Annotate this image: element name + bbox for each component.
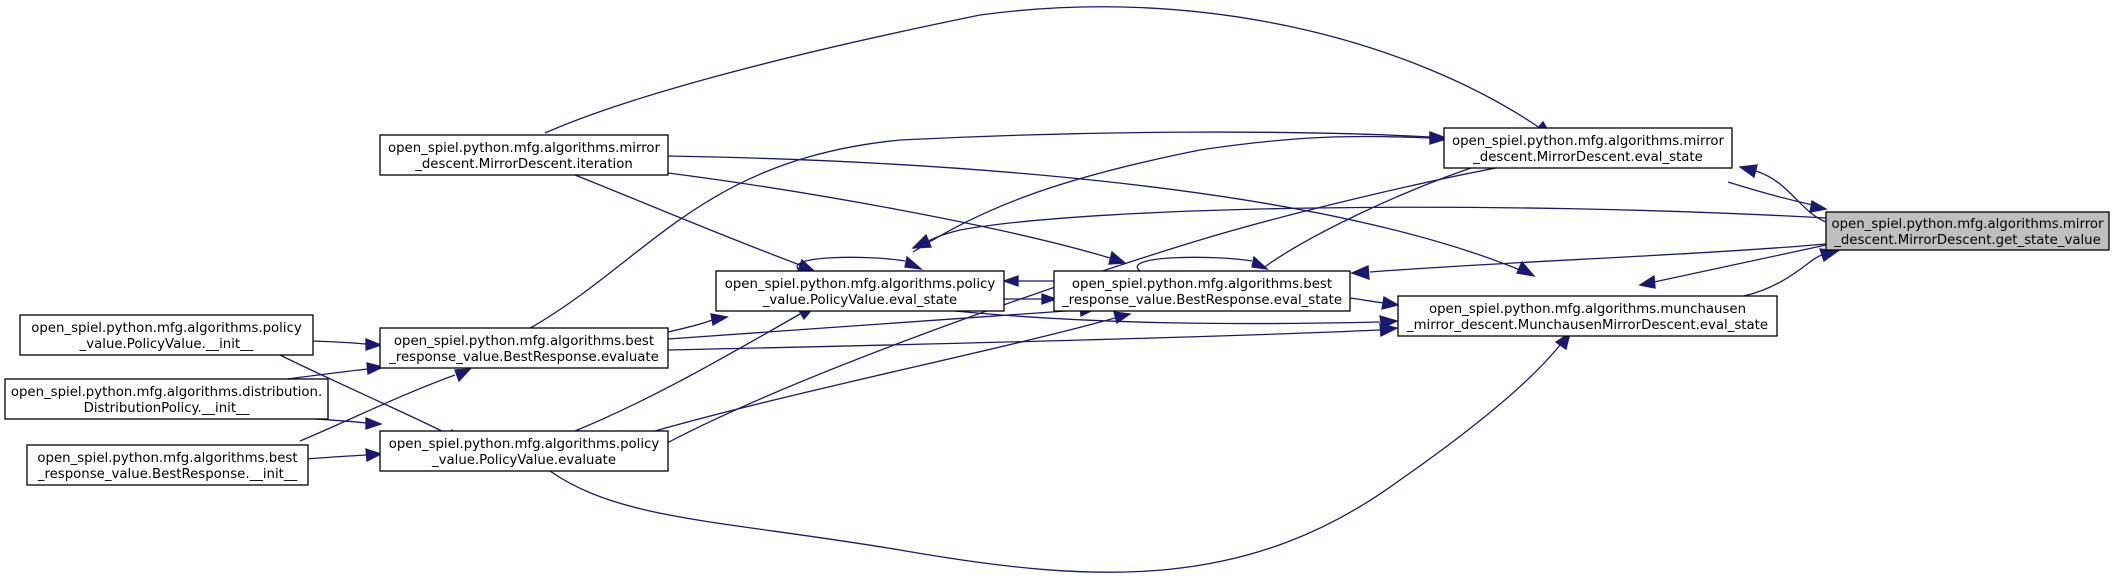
node-label-line-1: open_spiel.python.mfg.algorithms.mirror xyxy=(1831,217,2104,232)
edge-br-init-to-br-evaluate xyxy=(299,368,472,442)
node-pv-evaluate[interactable]: open_spiel.python.mfg.algorithms.policy … xyxy=(379,430,669,472)
edge-br-eval-state-to-pv-eval-state xyxy=(1004,293,1058,305)
edge-munchausen-to-br-evaluate xyxy=(667,323,1399,351)
node-label-line-2: DistributionPolicy.__init__ xyxy=(84,401,250,416)
edge-md-eval-state-to-br-evaluate xyxy=(526,131,1449,331)
node-pv-eval-state[interactable]: open_spiel.python.mfg.algorithms.policy … xyxy=(715,270,1005,312)
edge-munchausen-to-md-iteration xyxy=(667,155,1536,277)
node-label-line-1: open_spiel.python.mfg.algorithms.best xyxy=(1072,277,1332,292)
node-label-line-1: open_spiel.python.mfg.algorithms.mirror xyxy=(1452,134,1725,149)
node-br-evaluate[interactable]: open_spiel.python.mfg.algorithms.best _r… xyxy=(379,327,669,369)
edge-munchausen-to-pv-evaluate xyxy=(549,331,1572,573)
edge-pv-init-to-br-evaluate xyxy=(312,338,383,351)
node-md-iteration[interactable]: open_spiel.python.mfg.algorithms.mirror … xyxy=(379,134,669,176)
edge-munchausen-to-get-state-value xyxy=(1743,248,1840,297)
node-br-eval-state[interactable]: open_spiel.python.mfg.algorithms.best _r… xyxy=(1053,270,1351,312)
node-label-line-2: _value.PolicyValue.evaluate xyxy=(431,453,616,468)
edge-get-state-value-to-munchausen xyxy=(1638,244,1827,289)
node-dist-init[interactable]: open_spiel.python.mfg.algorithms.distrib… xyxy=(4,378,329,420)
edge-pv-evaluate-to-br-eval-state xyxy=(654,311,1132,432)
edge-munchausen-to-pv-eval-state xyxy=(954,310,1399,329)
node-label-line-1: open_spiel.python.mfg.algorithms.policy xyxy=(389,437,660,452)
node-label-line-1: open_spiel.python.mfg.algorithms.munchau… xyxy=(1429,302,1746,317)
edge-munchausen-to-br-eval-state xyxy=(1349,295,1400,310)
node-label-line-2: _response_value.BestResponse.evaluate xyxy=(388,350,659,365)
edge-dist-init-to-br-evaluate xyxy=(279,362,385,381)
node-label-line-1: open_spiel.python.mfg.algorithms.best xyxy=(37,451,297,466)
node-md-eval-state[interactable]: open_spiel.python.mfg.algorithms.mirror … xyxy=(1443,127,1733,169)
node-label-line-2: _descent.MirrorDescent.eval_state xyxy=(1472,150,1703,165)
edge-md-eval-state-to-md-iteration xyxy=(544,6,1554,139)
edge-br-init-to-pv-evaluate xyxy=(305,448,383,463)
edge-md-eval-state-to-pv-eval-state xyxy=(912,132,1449,253)
edge-md-eval-state-to-get-state-value xyxy=(1727,181,1828,213)
node-br-init[interactable]: open_spiel.python.mfg.algorithms.best _r… xyxy=(26,444,309,486)
edge-md-eval-state-to-br-eval-state xyxy=(1261,153,1512,270)
node-label-line-2: _response_value.BestResponse.eval_state xyxy=(1061,293,1342,308)
edge-get-state-value-to-pv-eval-state xyxy=(911,206,1827,249)
edge-md-iteration-to-br-eval-state xyxy=(667,172,1127,265)
graph-nodes: open_spiel.python.mfg.algorithms.mirror … xyxy=(4,127,2110,486)
node-label-line-1: open_spiel.python.mfg.algorithms.policy xyxy=(31,321,302,336)
node-label-line-2: _descent.MirrorDescent.get_state_value xyxy=(1833,233,2101,248)
graph-edges xyxy=(277,6,1840,573)
node-label-line-2: _descent.MirrorDescent.iteration xyxy=(414,157,633,172)
node-get-state-value[interactable]: open_spiel.python.mfg.algorithms.mirror … xyxy=(1825,211,2110,251)
node-label-line-1: open_spiel.python.mfg.algorithms.policy xyxy=(725,277,996,292)
node-label-line-2: _response_value.BestResponse.__init__ xyxy=(37,467,298,482)
edge-br-evaluate-to-pv-eval-state xyxy=(667,313,729,333)
node-label-line-2: _mirror_descent.MunchausenMirrorDescent.… xyxy=(1406,318,1768,333)
node-label-line-2: _value.PolicyValue.eval_state xyxy=(762,293,957,308)
edge-pv-eval-state-to-br-eval-state xyxy=(1002,275,1054,287)
node-label-line-1: open_spiel.python.mfg.algorithms.best xyxy=(394,334,654,349)
node-label-line-1: open_spiel.python.mfg.algorithms.mirror xyxy=(388,141,661,156)
edge-get-state-value-to-md-eval-state xyxy=(1738,164,1827,223)
node-label-line-2: _value.PolicyValue.__init__ xyxy=(79,337,254,352)
edge-pv-eval-state-self-loop xyxy=(796,255,924,272)
node-label-line-1: open_spiel.python.mfg.algorithms.distrib… xyxy=(11,385,322,400)
node-munchausen-eval-state[interactable]: open_spiel.python.mfg.algorithms.munchau… xyxy=(1397,295,1778,337)
node-pv-init[interactable]: open_spiel.python.mfg.algorithms.policy … xyxy=(19,314,314,356)
edge-get-state-value-to-br-eval-state xyxy=(1350,243,1827,280)
edge-br-eval-state-self-loop xyxy=(1136,255,1269,272)
